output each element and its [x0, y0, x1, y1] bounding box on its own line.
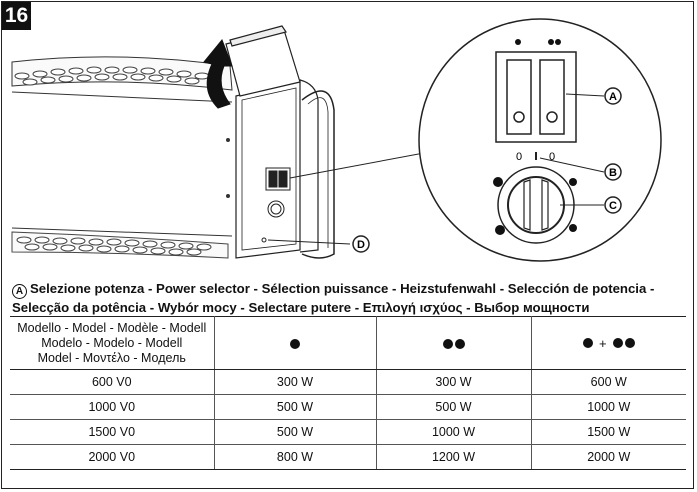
dot-icon: [290, 338, 300, 349]
model-cell: 1500 V0: [10, 419, 214, 445]
heater-panel: [11, 91, 233, 237]
model-cell: 600 V0: [10, 369, 214, 395]
callout-c-letter: C: [609, 200, 617, 212]
header-two-dots: [375, 316, 531, 370]
heater-grille-top: [11, 56, 233, 91]
power-table: Modello - Model - Modèle - Modell Modelo…: [10, 316, 686, 470]
power-cell: 800 W: [213, 444, 376, 470]
callout-a: [604, 87, 622, 105]
power-cell: 1000 W: [530, 394, 686, 420]
page-number: 16: [2, 2, 31, 30]
zoom-detail: [418, 18, 662, 262]
dot-icon: [454, 338, 465, 349]
zoom-leader-line: [289, 149, 441, 179]
model-header-line: Modelo - Modelo - Modell: [41, 335, 183, 350]
table-row: 1500 V0 500 W 1000 W 1500 W: [10, 419, 686, 445]
caption-callout-letter: A: [12, 284, 27, 299]
callout-d-letter: D: [357, 239, 365, 251]
power-cell: 500 W: [375, 394, 531, 420]
dot-icon: [442, 338, 453, 349]
power-cell: 300 W: [213, 369, 376, 395]
model-header: Modello - Model - Modèle - Modell Modelo…: [10, 316, 214, 370]
callout-d-line: [267, 239, 351, 245]
lifted-cover: [225, 25, 301, 97]
callout-d: [352, 235, 370, 253]
power-cell: 2000 W: [530, 444, 686, 470]
housing-switches: [261, 167, 291, 243]
table-row: 1000 V0 500 W 500 W 1000 W: [10, 394, 686, 420]
header-one-dot: [213, 316, 376, 370]
power-cell: 300 W: [375, 369, 531, 395]
lift-arrow: [203, 39, 233, 109]
switch-zero-left: 0: [516, 151, 522, 163]
callout-a-letter: A: [609, 91, 617, 103]
callout-b-letter: B: [609, 167, 617, 179]
model-header-line: Modello - Model - Modèle - Modell: [17, 320, 207, 335]
power-cell: 1500 W: [530, 419, 686, 445]
model-cell: 1000 V0: [10, 394, 214, 420]
model-header-line: Model - Μοντέλο - Модель: [37, 350, 186, 365]
heater-grille-bottom: [11, 231, 229, 259]
table-row: 2000 V0 800 W 1200 W 2000 W: [10, 444, 686, 470]
callout-c: [604, 196, 622, 214]
callout-b: [604, 163, 622, 181]
power-cell: 500 W: [213, 419, 376, 445]
table-row: 600 V0 300 W 300 W 600 W: [10, 369, 686, 395]
header-both: +: [530, 316, 686, 370]
caption-text: Selezione potenza - Power selector - Sél…: [12, 281, 655, 315]
dot-icon: [612, 338, 623, 349]
dot-icon: [624, 338, 635, 349]
plus-sign: +: [598, 335, 607, 351]
power-cell: 1200 W: [375, 444, 531, 470]
switch-zero-right: 0: [549, 151, 555, 163]
power-cell: 600 W: [530, 369, 686, 395]
power-cell: 1000 W: [375, 419, 531, 445]
power-cell: 500 W: [213, 394, 376, 420]
table-header-row: Modello - Model - Modèle - Modell Modelo…: [10, 316, 686, 370]
dot-icon: [582, 338, 593, 349]
model-cell: 2000 V0: [10, 444, 214, 470]
heater-illustration: A B C D 0 0: [11, 18, 662, 262]
